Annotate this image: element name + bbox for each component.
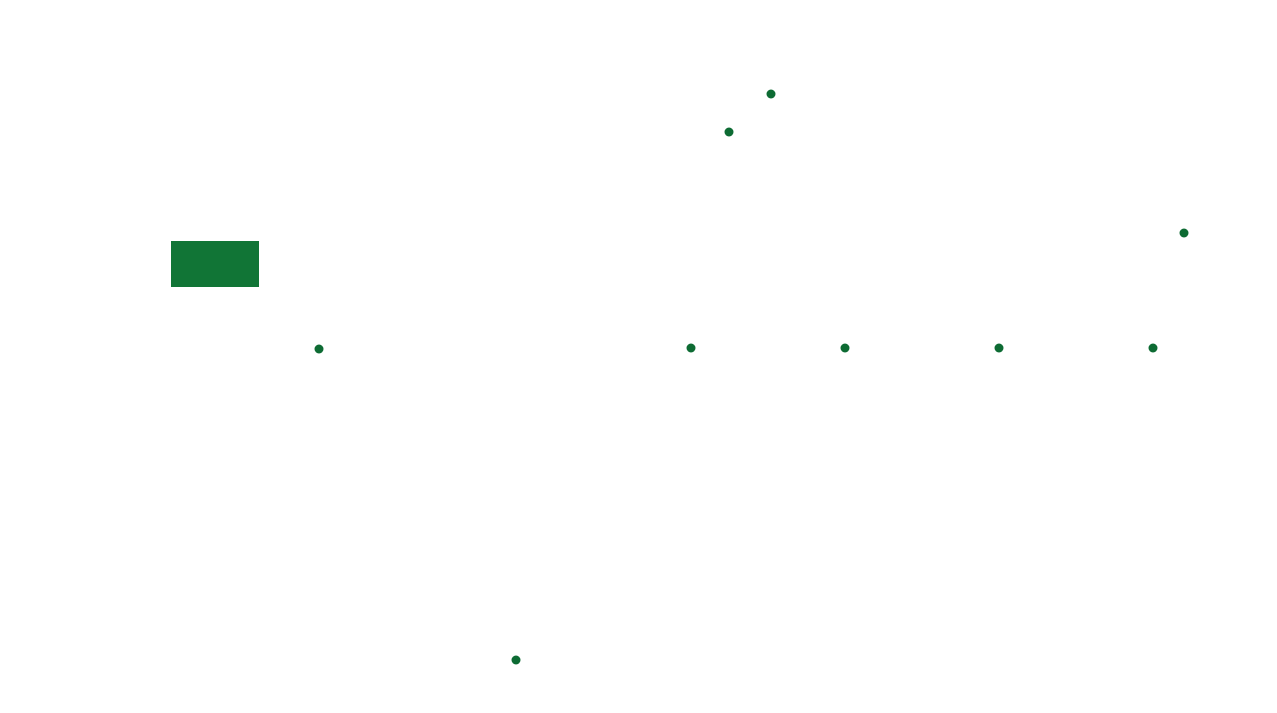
green-dot — [686, 343, 696, 353]
green-dot — [1179, 228, 1189, 238]
green-dot — [766, 89, 776, 99]
green-dot — [511, 655, 521, 665]
green-dot — [1148, 343, 1158, 353]
green-dot — [314, 344, 324, 354]
green-dot — [994, 343, 1004, 353]
green-dot — [840, 343, 850, 353]
green-dot — [724, 127, 734, 137]
green-block — [171, 241, 259, 287]
